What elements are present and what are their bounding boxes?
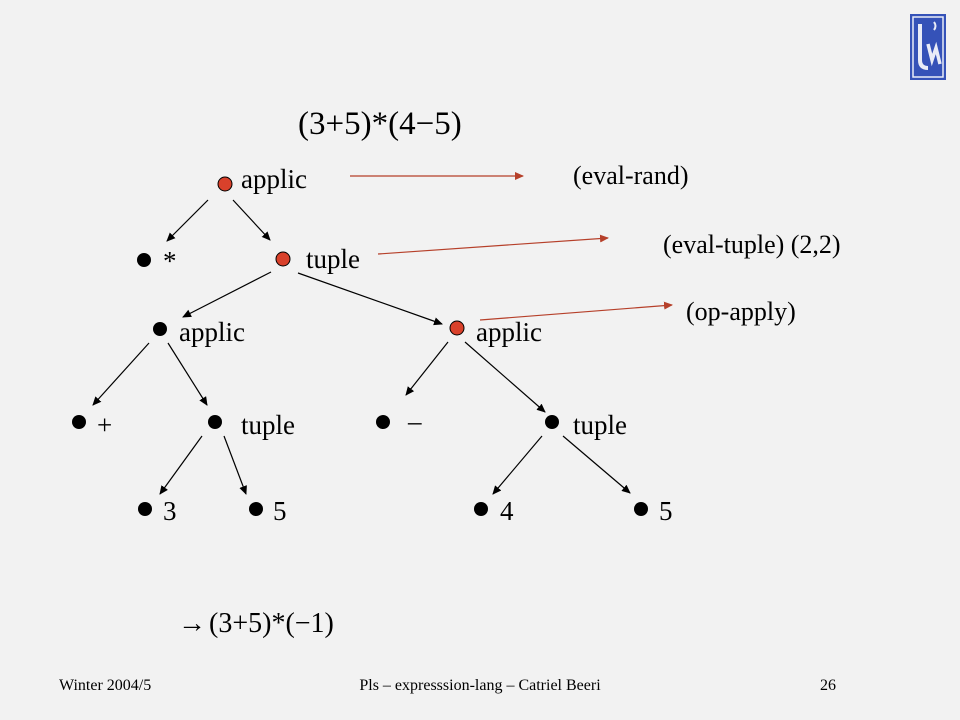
edge-tuple-applicL: [182, 271, 272, 318]
node-applicR-label: applic: [476, 317, 542, 347]
node-plus-label: +: [97, 410, 112, 440]
node-tuple1-dot: [275, 251, 291, 267]
edge-applicL-tupleL: [167, 342, 208, 406]
node-tupleL-dot: [208, 415, 222, 429]
node-tupleR-label: tuple: [573, 410, 627, 440]
node-plus-dot: [72, 415, 86, 429]
node-5a-label: 5: [273, 496, 287, 526]
expression-bottom: (3+5)*(−1): [209, 608, 334, 639]
node-4-dot: [474, 502, 488, 516]
annotation-arrows: [350, 172, 673, 321]
node-tuple1-label: tuple: [306, 244, 360, 274]
node-applicL-dot: [153, 322, 167, 336]
node-applicL-label: applic: [179, 317, 245, 347]
edge-root-tuple: [232, 199, 271, 241]
tree-nodes: applic * tuple applic applic + tuple – t…: [72, 164, 673, 526]
node-5b-dot: [634, 502, 648, 516]
node-star-label: *: [163, 246, 177, 276]
university-logo-icon: [910, 14, 946, 80]
node-4-label: 4: [500, 496, 514, 526]
annotation-eval-tuple: (eval-tuple) (2,2): [663, 230, 841, 259]
edge-tupleR-4: [492, 435, 543, 495]
tree-edges: [92, 199, 631, 495]
annotation-eval-rand: (eval-rand): [573, 161, 688, 190]
edge-applicR-tupleR: [464, 341, 546, 413]
footer-date: Winter 2004/5: [59, 677, 152, 694]
node-minus-label: –: [407, 406, 422, 436]
edge-tupleL-5: [223, 435, 247, 495]
edge-tuple-applicR: [297, 272, 443, 326]
node-applicR-dot: [449, 320, 465, 336]
node-3-dot: [138, 502, 152, 516]
node-tupleR-dot: [545, 415, 559, 429]
arrow-eval-tuple: [377, 234, 609, 255]
arrow-op-apply: [479, 301, 673, 321]
edge-applicL-plus: [92, 342, 150, 406]
edge-tupleL-3: [159, 435, 203, 495]
node-root-label: applic: [241, 164, 307, 194]
node-star-dot: [137, 253, 151, 267]
footer-page-number: 26: [820, 677, 836, 694]
node-tupleL-label: tuple: [241, 410, 295, 440]
annotation-op-apply: (op-apply): [686, 297, 796, 326]
result-arrow: →: [178, 608, 206, 639]
footer-title: Pls – expresssion-lang – Catriel Beeri: [359, 677, 601, 694]
node-root-dot: [217, 176, 233, 192]
node-5b-label: 5: [659, 496, 673, 526]
node-minus-dot: [376, 415, 390, 429]
edge-tupleR-5: [562, 435, 631, 494]
edge-applicR-minus: [405, 341, 449, 396]
expression-top: (3+5)*(4−5): [298, 106, 462, 142]
node-5a-dot: [249, 502, 263, 516]
edge-root-star: [166, 199, 209, 242]
node-3-label: 3: [163, 496, 177, 526]
